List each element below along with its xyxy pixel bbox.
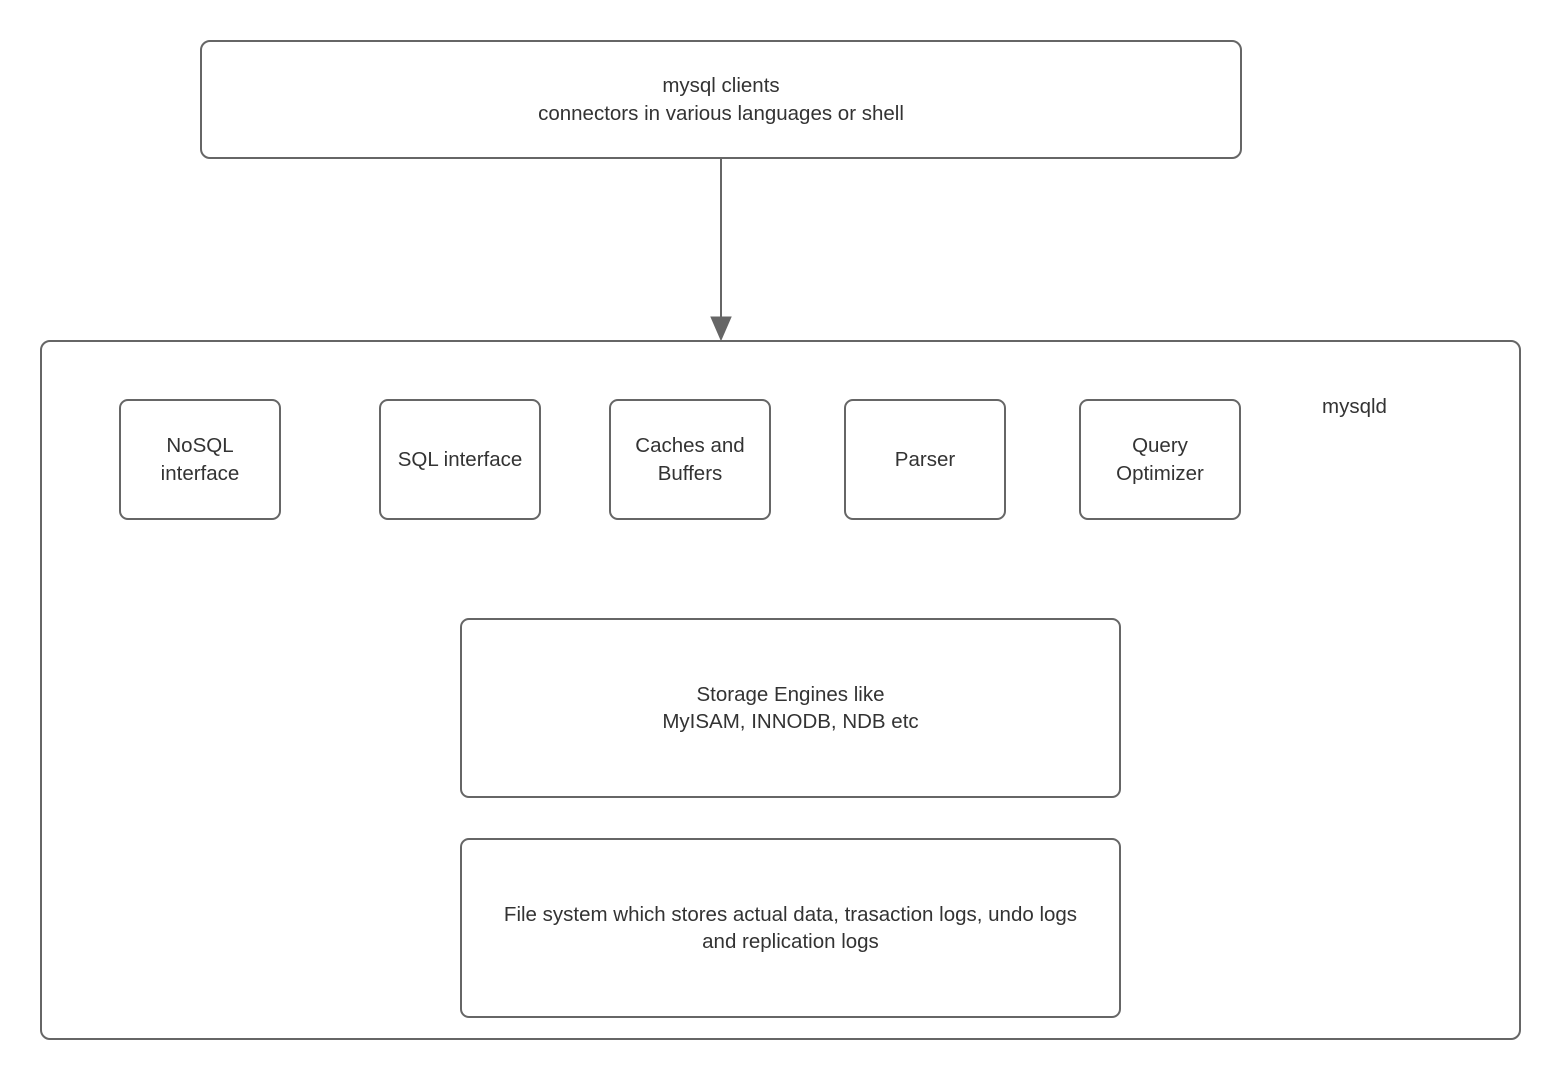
node-caches-and-buffers[interactable]: Caches and Buffers	[609, 399, 771, 520]
node-file-system[interactable]: File system which stores actual data, tr…	[460, 838, 1121, 1018]
node-parser[interactable]: Parser	[844, 399, 1006, 520]
arrow-clients-to-mysqld	[710, 159, 732, 342]
node-parser-label: Parser	[894, 447, 956, 471]
node-nosql-interface[interactable]: NoSQL interface	[119, 399, 281, 520]
node-sql-interface-label: SQL interface	[397, 447, 523, 471]
node-storage-engines-label: Storage Engines like MyISAM, INNODB, NDB…	[662, 682, 919, 733]
node-storage-engines[interactable]: Storage Engines like MyISAM, INNODB, NDB…	[460, 618, 1121, 798]
node-query-optimizer[interactable]: Query Optimizer	[1079, 399, 1241, 520]
mysqld-caption-label: mysqld	[1322, 395, 1387, 418]
node-file-system-label: File system which stores actual data, tr…	[503, 902, 1078, 953]
node-query-optimizer-label: Query Optimizer	[1116, 434, 1204, 485]
mysql-clients-box[interactable]: mysql clients connectors in various lang…	[200, 40, 1242, 159]
node-caches-and-buffers-label: Caches and Buffers	[635, 434, 745, 485]
mysql-clients-label: mysql clients connectors in various lang…	[538, 74, 904, 125]
node-nosql-interface-label: NoSQL interface	[160, 434, 240, 485]
node-sql-interface[interactable]: SQL interface	[379, 399, 541, 520]
